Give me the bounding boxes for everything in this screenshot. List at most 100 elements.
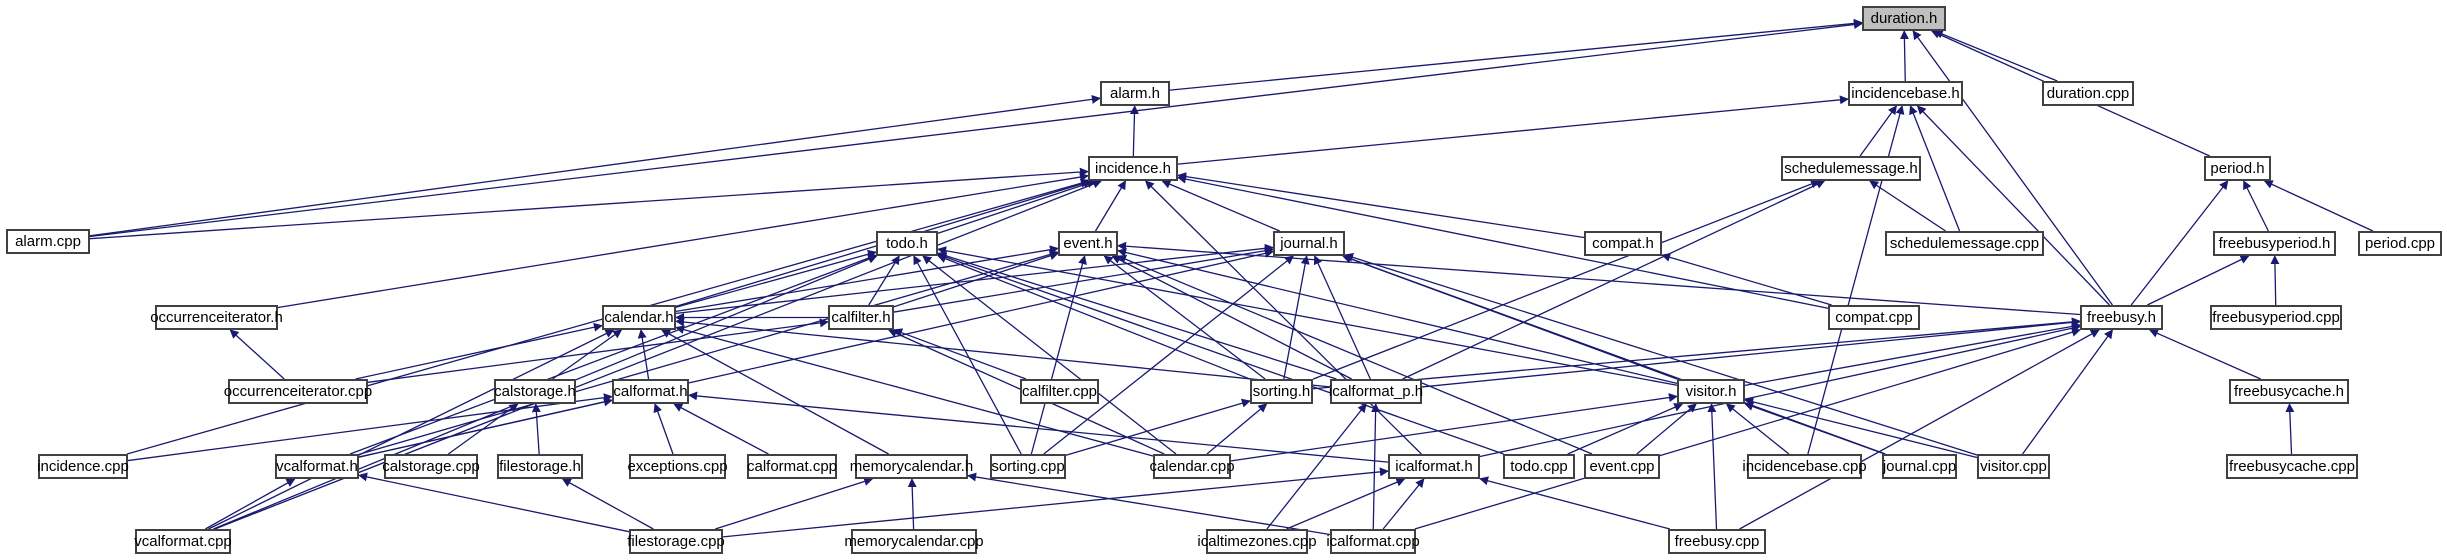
node-incidence-cpp[interactable]: incidence.cpp bbox=[37, 454, 129, 479]
node-label: calendar.cpp bbox=[1149, 458, 1235, 475]
node-memorycalendar-cpp[interactable]: memorycalendar.cpp bbox=[844, 529, 984, 554]
node-label: sorting.h bbox=[1252, 383, 1311, 400]
node-incidencebase-h[interactable]: incidencebase.h bbox=[1848, 81, 1963, 106]
node-calfilter-h[interactable]: calfilter.h bbox=[828, 305, 894, 330]
edge-freebusycache-cpp-to-freebusycache-h bbox=[2285, 403, 2295, 455]
edge-sorting-cpp-to-event-h bbox=[1030, 255, 1087, 455]
node-icalformat-cpp[interactable]: icalformat.cpp bbox=[1326, 529, 1420, 554]
node-schedulemessage-h[interactable]: schedulemessage.h bbox=[1781, 156, 1921, 181]
edge-event-h-to-incidence-h bbox=[1094, 180, 1127, 232]
edge-incidence-h-to-incidencebase-h bbox=[1177, 95, 1849, 165]
node-icalformat-h[interactable]: icalformat.h bbox=[1388, 454, 1480, 479]
edge-freebusy-h-to-event-h bbox=[1117, 241, 2081, 316]
node-calformat-cpp[interactable]: calformat.cpp bbox=[747, 454, 837, 479]
node-calstorage-h[interactable]: calstorage.h bbox=[494, 379, 576, 404]
node-incidencebase-cpp[interactable]: incidencebase.cpp bbox=[1742, 454, 1867, 479]
node-duration-h[interactable]: duration.h bbox=[1862, 6, 1946, 31]
edge-incidence-cpp-to-calformat-h bbox=[127, 393, 613, 462]
edge-icalformat-h-to-incidence-h bbox=[1144, 180, 1422, 455]
node-vcalformat-cpp[interactable]: vcalformat.cpp bbox=[134, 529, 232, 554]
node-label: filestorage.h bbox=[499, 458, 581, 475]
node-compat-cpp[interactable]: compat.cpp bbox=[1828, 305, 1920, 330]
node-freebusy-cpp[interactable]: freebusy.cpp bbox=[1668, 529, 1766, 554]
node-occurrenceiterator-cpp[interactable]: occurrenceiterator.cpp bbox=[224, 379, 372, 404]
node-label: calfilter.cpp bbox=[1021, 383, 1098, 400]
edge-freebusy-h-to-incidencebase-h bbox=[1916, 105, 2110, 306]
node-visitor-cpp[interactable]: visitor.cpp bbox=[1977, 454, 2050, 479]
edge-visitor-h-to-freebusy-h bbox=[1744, 321, 2081, 387]
node-sorting-h[interactable]: sorting.h bbox=[1250, 379, 1313, 404]
node-duration-cpp[interactable]: duration.cpp bbox=[2042, 81, 2134, 106]
edge-memorycalendar-h-to-calendar-h bbox=[661, 329, 889, 455]
node-filestorage-cpp[interactable]: filestorage.cpp bbox=[627, 529, 725, 554]
node-sorting-cpp[interactable]: sorting.cpp bbox=[990, 454, 1066, 479]
edge-calfilter-h-to-journal-h bbox=[893, 246, 1274, 313]
edge-icaltimezones-cpp-to-icalformat-h bbox=[1286, 478, 1406, 530]
node-period-h[interactable]: period.h bbox=[2204, 156, 2271, 181]
edge-exceptions-cpp-to-calformat-h bbox=[653, 403, 674, 455]
node-memorycalendar-h[interactable]: memorycalendar.h bbox=[850, 454, 973, 479]
edge-alarm-h-to-duration-h bbox=[1169, 18, 1863, 91]
node-label: icaltimezones.cpp bbox=[1197, 533, 1317, 550]
edge-sorting-h-to-schedulemessage-h bbox=[1312, 179, 1820, 380]
edge-visitor-cpp-to-journal-h bbox=[1344, 253, 1978, 456]
node-label: event.cpp bbox=[1589, 458, 1655, 475]
node-schedulemessage-cpp[interactable]: schedulemessage.cpp bbox=[1885, 231, 2044, 256]
node-vcalformat-h[interactable]: vcalformat.h bbox=[275, 454, 359, 479]
edge-sorting-h-to-todo-h bbox=[937, 254, 1251, 380]
node-period-cpp[interactable]: period.cpp bbox=[2358, 231, 2442, 256]
edge-calendar-cpp-to-sorting-h bbox=[1206, 403, 1268, 455]
edge-event-cpp-to-event-h bbox=[1117, 254, 1593, 455]
node-label: duration.h bbox=[1870, 10, 1938, 27]
edge-sorting-h-to-event-h bbox=[1103, 255, 1266, 380]
node-alarm-h[interactable]: alarm.h bbox=[1100, 81, 1170, 106]
node-exceptions-cpp[interactable]: exceptions.cpp bbox=[627, 454, 728, 479]
node-event-h[interactable]: event.h bbox=[1058, 231, 1118, 256]
edge-icalformat-h-to-calformat-h bbox=[688, 391, 1389, 463]
node-calfilter-cpp[interactable]: calfilter.cpp bbox=[1020, 379, 1099, 404]
node-journal-cpp[interactable]: journal.cpp bbox=[1882, 454, 1957, 479]
edge-icalformat-p-h-to-freebusy-h bbox=[1421, 317, 2081, 388]
edge-freebusy-h-to-duration-h bbox=[1912, 30, 2113, 306]
node-label: freebusycache.h bbox=[2233, 383, 2345, 400]
node-icaltimezones-cpp[interactable]: icaltimezones.cpp bbox=[1197, 529, 1317, 554]
node-label: icalformat_p.h bbox=[1328, 383, 1424, 400]
node-icalformat-p-h[interactable]: icalformat_p.h bbox=[1328, 379, 1424, 404]
node-label: freebusycache.cpp bbox=[2229, 458, 2355, 475]
node-todo-h[interactable]: todo.h bbox=[876, 231, 938, 256]
edge-compat-h-to-incidence-h bbox=[1177, 172, 1585, 239]
node-label: period.cpp bbox=[2364, 235, 2436, 252]
edge-occurrenceiterator-h-to-incidence-h bbox=[277, 172, 1089, 309]
node-filestorage-h[interactable]: filestorage.h bbox=[497, 454, 583, 479]
node-calendar-cpp[interactable]: calendar.cpp bbox=[1149, 454, 1235, 479]
node-freebusycache-h[interactable]: freebusycache.h bbox=[2229, 379, 2349, 404]
node-calstorage-cpp[interactable]: calstorage.cpp bbox=[382, 454, 480, 479]
node-visitor-h[interactable]: visitor.h bbox=[1677, 379, 1745, 404]
edge-filestorage-cpp-to-icalformat-h bbox=[722, 467, 1389, 538]
node-freebusyperiod-h[interactable]: freebusyperiod.h bbox=[2213, 231, 2336, 256]
node-freebusycache-cpp[interactable]: freebusycache.cpp bbox=[2226, 454, 2358, 479]
node-freebusyperiod-cpp[interactable]: freebusyperiod.cpp bbox=[2210, 305, 2342, 330]
node-occurrenceiterator-h[interactable]: occurrenceiterator.h bbox=[150, 305, 283, 330]
edge-calendar-h-to-journal-h bbox=[675, 243, 1274, 315]
node-todo-cpp[interactable]: todo.cpp bbox=[1503, 454, 1575, 479]
edge-freebusy-h-to-period-h bbox=[2130, 180, 2229, 306]
node-label: vcalformat.h bbox=[276, 458, 358, 475]
node-event-cpp[interactable]: event.cpp bbox=[1584, 454, 1660, 479]
node-label: compat.cpp bbox=[1835, 309, 1913, 326]
edge-vcalformat-h-to-calformat-h bbox=[358, 397, 613, 458]
node-journal-h[interactable]: journal.h bbox=[1273, 231, 1345, 256]
edge-icalformat-p-h-to-journal-h bbox=[1313, 255, 1371, 380]
node-calendar-h[interactable]: calendar.h bbox=[602, 305, 676, 330]
node-freebusy-h[interactable]: freebusy.h bbox=[2080, 305, 2163, 330]
edge-calendar-cpp-to-visitor-h bbox=[1230, 393, 1678, 462]
node-compat-h[interactable]: compat.h bbox=[1584, 231, 1662, 256]
node-incidence-h[interactable]: incidence.h bbox=[1088, 156, 1178, 181]
node-alarm-cpp[interactable]: alarm.cpp bbox=[6, 229, 90, 254]
node-label: calendar.h bbox=[604, 309, 674, 326]
node-calformat-h[interactable]: calformat.h bbox=[612, 379, 689, 404]
node-label: incidence.h bbox=[1095, 160, 1171, 177]
edge-visitor-cpp-to-freebusy-h bbox=[2022, 329, 2113, 455]
node-label: calfilter.h bbox=[831, 309, 891, 326]
edge-schedulemessage-h-to-incidencebase-h bbox=[1859, 105, 1897, 157]
